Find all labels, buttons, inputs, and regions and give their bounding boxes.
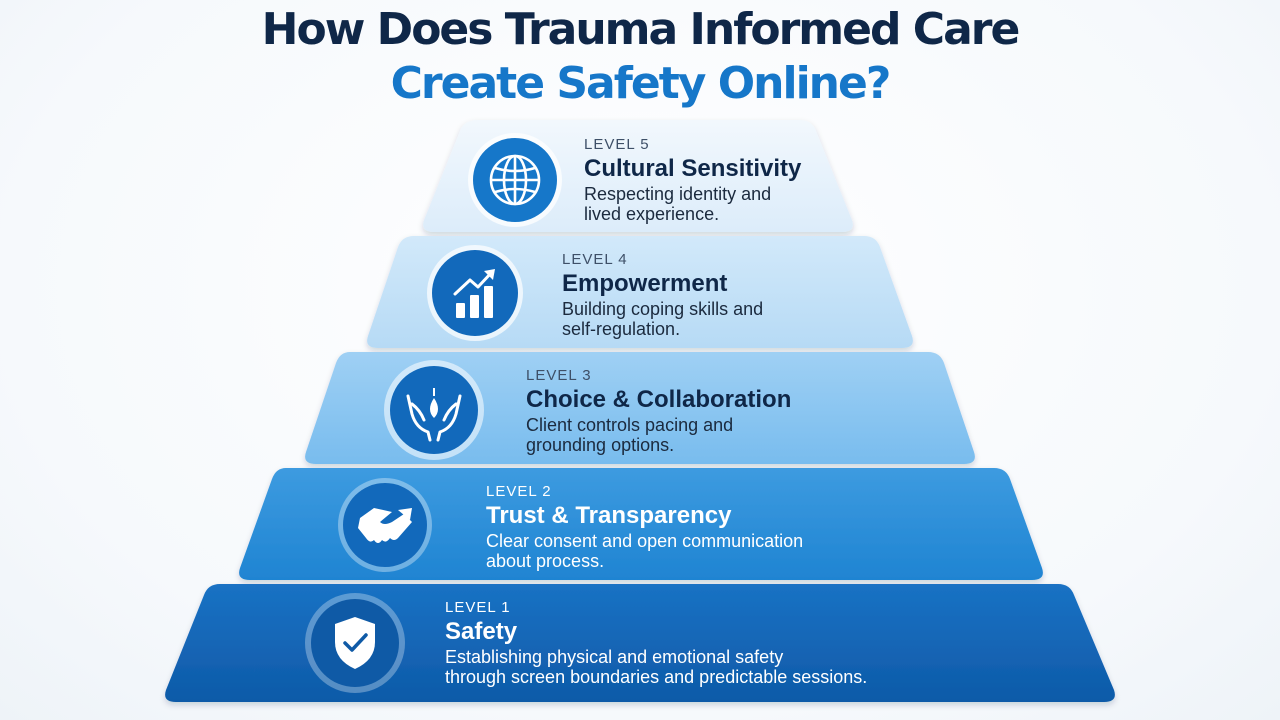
level-2-label: LEVEL 2 [486,483,552,500]
level-2-desc-line-1: Clear consent and open communication [486,531,804,551]
level-3-desc-line-1: Client controls pacing and [526,415,734,435]
level-5-desc-line-1: Respecting identity and [584,184,772,204]
level-3-text: LEVEL 3 Choice & Collaboration Client co… [526,367,791,455]
level-5-label: LEVEL 5 [584,136,650,153]
level-4-label: LEVEL 4 [562,251,628,268]
level-4-text: LEVEL 4 Empowerment Building coping skil… [562,251,763,339]
level-4-title: Empowerment [562,270,728,297]
level-5-desc-line-2: lived experience. [584,204,720,224]
level-1-band [165,584,1115,702]
level-4-desc-line-2: self-regulation. [562,319,681,339]
title-line-2: Create Safety Online? [390,58,892,109]
page-title: How Does Trauma Informed Care Create Saf… [0,6,1280,108]
hands-icon [384,360,484,460]
level-4-desc-line-1: Building coping skills and [562,299,764,319]
globe-icon [468,133,562,227]
level-1-label: LEVEL 1 [445,599,511,616]
title-line-1: How Does Trauma Informed Care [261,4,1021,55]
handshake-icon [338,478,432,572]
level-3-title: Choice & Collaboration [526,386,792,413]
level-2-desc-line-2: about process. [486,551,605,571]
growth-chart-icon [427,245,523,341]
level-2-band [239,468,1043,580]
level-1-text: LEVEL 1 Safety Establishing physical and… [445,599,867,687]
level-1-title: Safety [445,618,518,645]
level-5-title: Cultural Sensitivity [584,155,802,182]
level-1-desc-line-1: Establishing physical and emotional safe… [445,647,784,667]
level-3-label: LEVEL 3 [526,367,592,384]
level-2-title: Trust & Transparency [486,502,732,529]
level-1-desc-line-2: through screen boundaries and predictabl… [445,667,868,687]
level-2-text: LEVEL 2 Trust & Transparency Clear conse… [486,483,803,571]
shield-check-icon [305,593,405,693]
level-5-text: LEVEL 5 Cultural Sensitivity Respecting … [584,136,801,224]
level-3-desc-line-2: grounding options. [526,435,675,455]
